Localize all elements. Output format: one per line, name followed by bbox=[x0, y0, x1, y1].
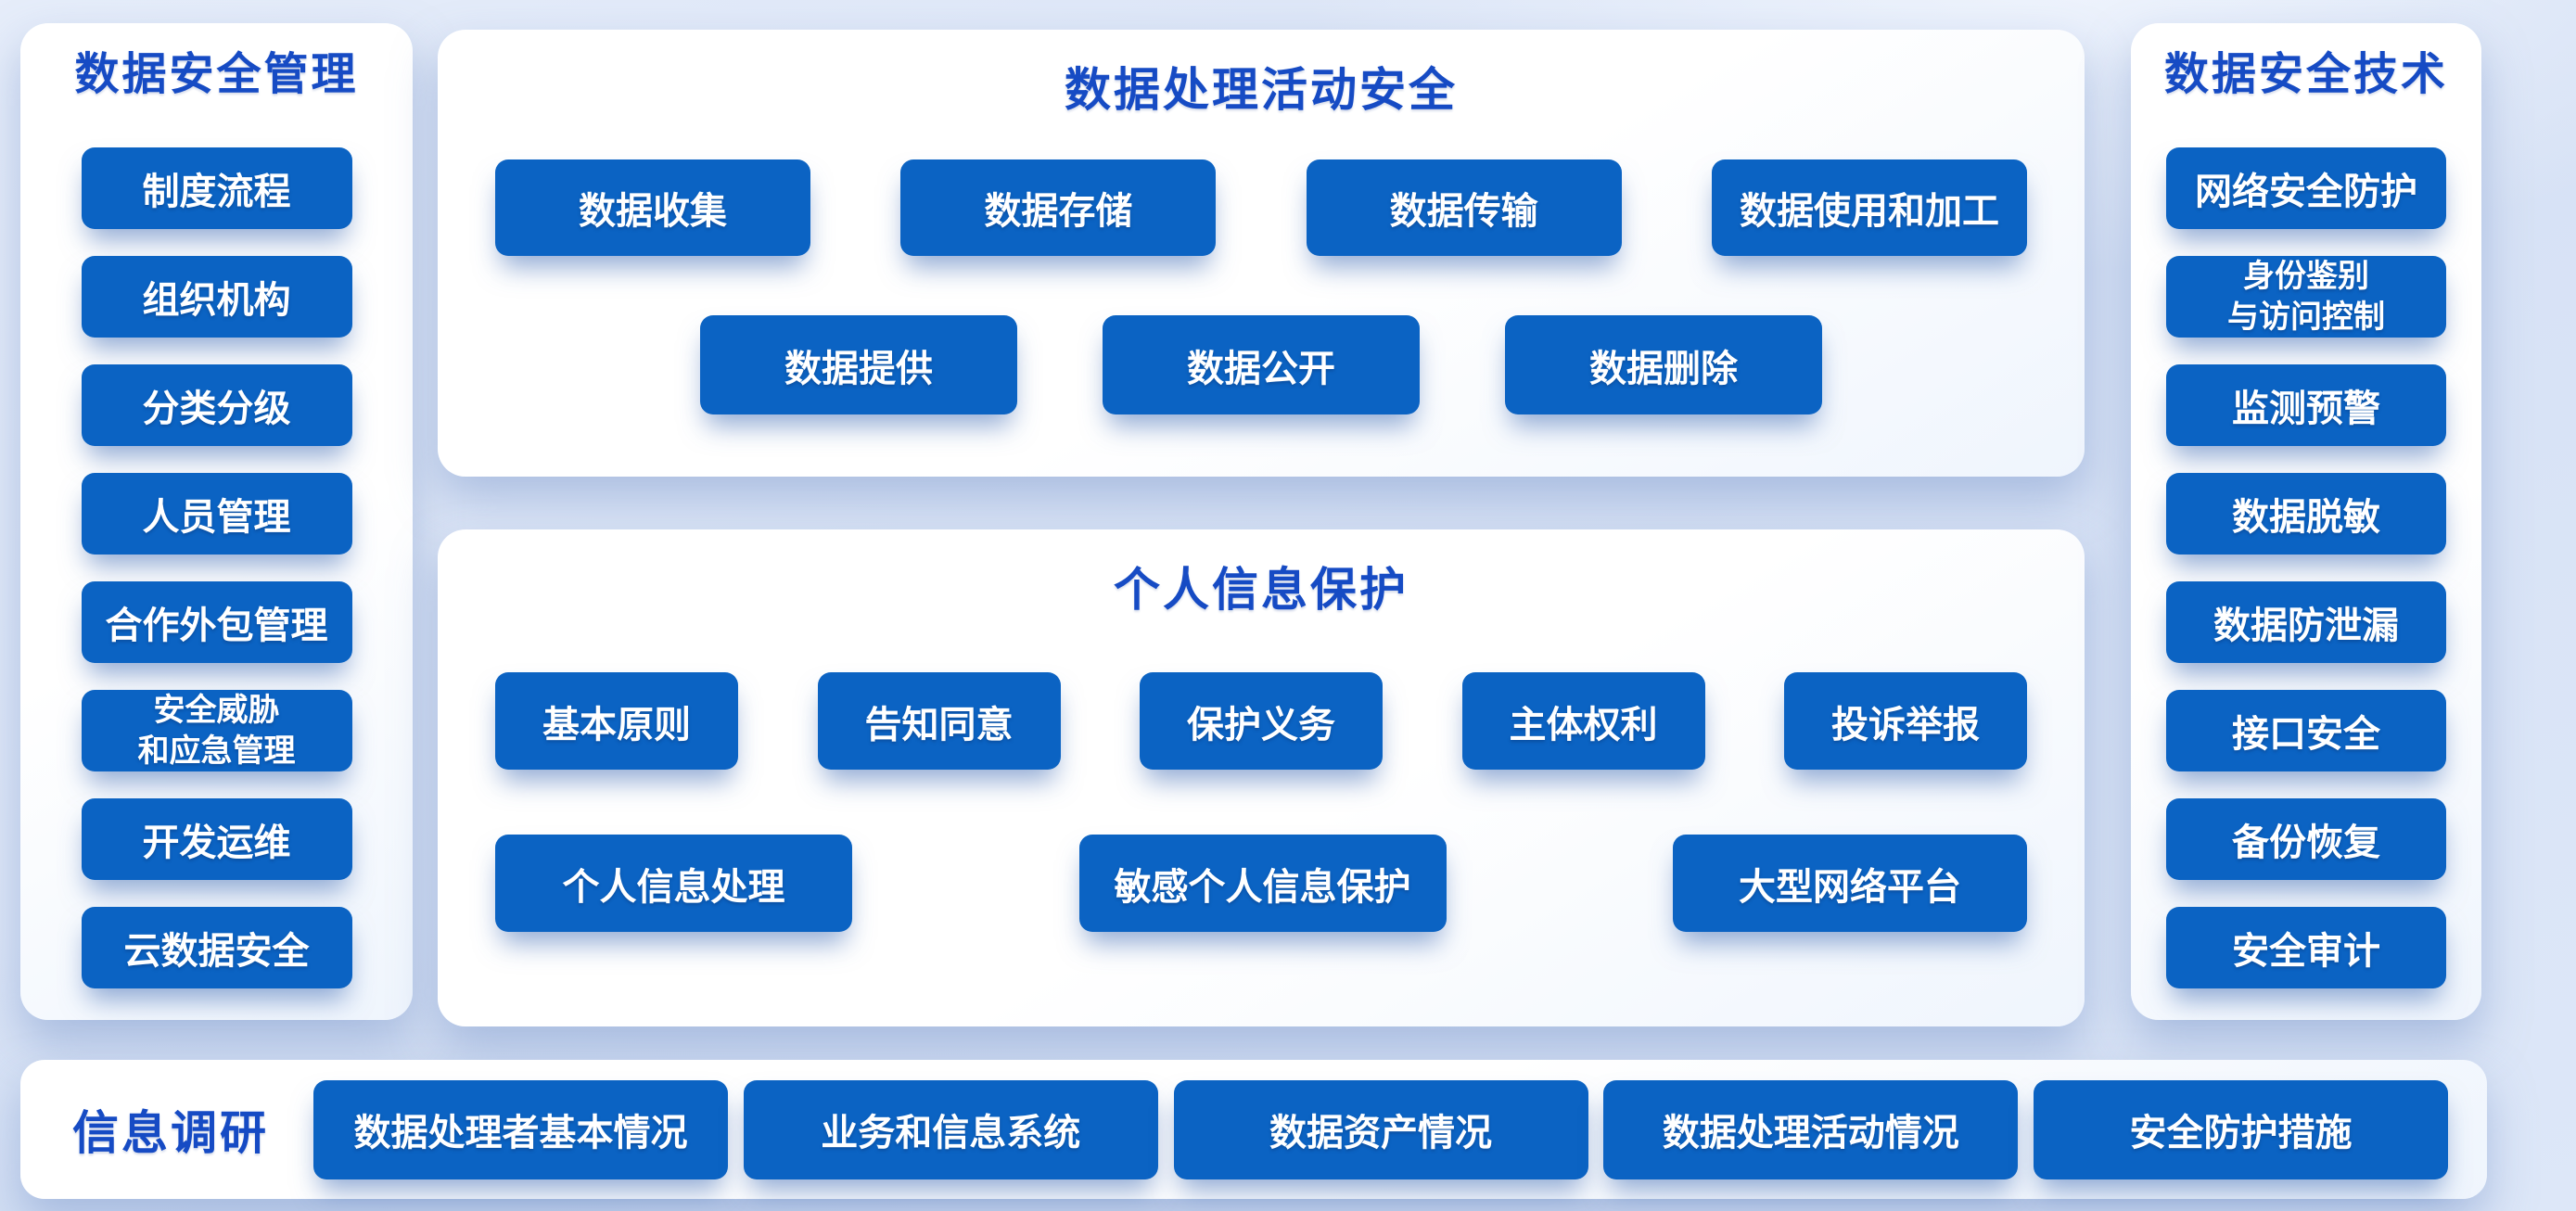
btn-identity-access-control: 身份鉴别 与访问控制 bbox=[2166, 256, 2446, 338]
btn-data-deletion: 数据删除 bbox=[1505, 315, 1822, 414]
panel-data-processing-activity-security: 数据处理活动安全 数据收集 数据存储 数据传输 数据使用和加工 数据提供 数据公… bbox=[438, 30, 2085, 477]
btn-data-transmission: 数据传输 bbox=[1306, 159, 1622, 256]
personal-panel-title: 个人信息保护 bbox=[1114, 564, 1409, 616]
btn-data-masking: 数据脱敏 bbox=[2166, 473, 2446, 555]
btn-personal-info-processing: 个人信息处理 bbox=[495, 835, 852, 932]
btn-data-asset-situation: 数据资产情况 bbox=[1173, 1079, 1588, 1179]
btn-personnel-management: 人员管理 bbox=[81, 473, 352, 555]
btn-data-use-processing: 数据使用和加工 bbox=[1711, 159, 2027, 256]
btn-classification-grading: 分类分级 bbox=[81, 364, 352, 446]
btn-policy-process: 制度流程 bbox=[81, 147, 352, 229]
btn-notice-consent: 告知同意 bbox=[817, 672, 1061, 770]
btn-data-collection: 数据收集 bbox=[495, 159, 810, 256]
btn-data-storage: 数据存储 bbox=[900, 159, 1217, 256]
panel-info-survey: 信息调研 数据处理者基本情况 业务和信息系统 数据资产情况 数据处理活动情况 安… bbox=[20, 1060, 2487, 1199]
btn-monitoring-early-warning: 监测预警 bbox=[2166, 364, 2446, 446]
technology-panel-title: 数据安全技术 bbox=[2163, 50, 2448, 99]
personal-row-2: 个人信息处理 敏感个人信息保护 大型网络平台 bbox=[438, 835, 2085, 932]
processing-row-2: 数据提供 数据公开 数据删除 bbox=[438, 315, 2085, 414]
btn-sensitive-personal-info-protection: 敏感个人信息保护 bbox=[1078, 835, 1447, 932]
panel-data-security-management: 数据安全管理 制度流程 组织机构 分类分级 人员管理 合作外包管理 安全威胁 和… bbox=[20, 23, 413, 1020]
btn-backup-recovery: 备份恢复 bbox=[2166, 798, 2446, 880]
btn-organization-structure: 组织机构 bbox=[81, 256, 352, 338]
btn-data-processing-activities: 数据处理活动情况 bbox=[1603, 1079, 2019, 1179]
btn-security-protection-measures: 安全防护措施 bbox=[2034, 1079, 2448, 1179]
btn-data-leak-prevention: 数据防泄漏 bbox=[2166, 581, 2446, 663]
btn-business-info-systems: 业务和信息系统 bbox=[743, 1079, 1158, 1179]
survey-panel-title: 信息调研 bbox=[72, 1107, 269, 1159]
btn-subject-rights: 主体权利 bbox=[1461, 672, 1705, 770]
processing-row-1: 数据收集 数据存储 数据传输 数据使用和加工 bbox=[438, 159, 2085, 256]
panel-personal-info-protection: 个人信息保护 基本原则 告知同意 保护义务 主体权利 投诉举报 个人信息处理 敏… bbox=[438, 529, 2085, 1026]
technology-button-column: 网络安全防护 身份鉴别 与访问控制 监测预警 数据脱敏 数据防泄漏 接口安全 备… bbox=[2166, 147, 2446, 988]
management-button-column: 制度流程 组织机构 分类分级 人员管理 合作外包管理 安全威胁 和应急管理 开发… bbox=[81, 147, 352, 988]
btn-dev-operations: 开发运维 bbox=[81, 798, 352, 880]
btn-protection-obligations: 保护义务 bbox=[1140, 672, 1383, 770]
btn-data-provision: 数据提供 bbox=[700, 315, 1017, 414]
management-panel-title: 数据安全管理 bbox=[74, 50, 359, 99]
btn-cooperation-outsourcing-management: 合作外包管理 bbox=[81, 581, 352, 663]
survey-button-row: 数据处理者基本情况 业务和信息系统 数据资产情况 数据处理活动情况 安全防护措施 bbox=[313, 1079, 2448, 1179]
personal-row-1: 基本原则 告知同意 保护义务 主体权利 投诉举报 bbox=[438, 672, 2085, 770]
btn-large-network-platform: 大型网络平台 bbox=[1673, 835, 2027, 932]
btn-security-audit: 安全审计 bbox=[2166, 907, 2446, 988]
btn-complaint-reporting: 投诉举报 bbox=[1784, 672, 2027, 770]
btn-cloud-data-security: 云数据安全 bbox=[81, 907, 352, 988]
btn-basic-principles: 基本原则 bbox=[495, 672, 738, 770]
btn-network-security-protection: 网络安全防护 bbox=[2166, 147, 2446, 229]
btn-data-disclosure: 数据公开 bbox=[1103, 315, 1420, 414]
btn-threat-emergency-management: 安全威胁 和应急管理 bbox=[81, 690, 352, 771]
btn-data-processor-basic-info: 数据处理者基本情况 bbox=[313, 1079, 728, 1179]
panel-data-security-technology: 数据安全技术 网络安全防护 身份鉴别 与访问控制 监测预警 数据脱敏 数据防泄漏… bbox=[2131, 23, 2481, 1020]
processing-panel-title: 数据处理活动安全 bbox=[1065, 64, 1458, 116]
btn-interface-security: 接口安全 bbox=[2166, 690, 2446, 771]
